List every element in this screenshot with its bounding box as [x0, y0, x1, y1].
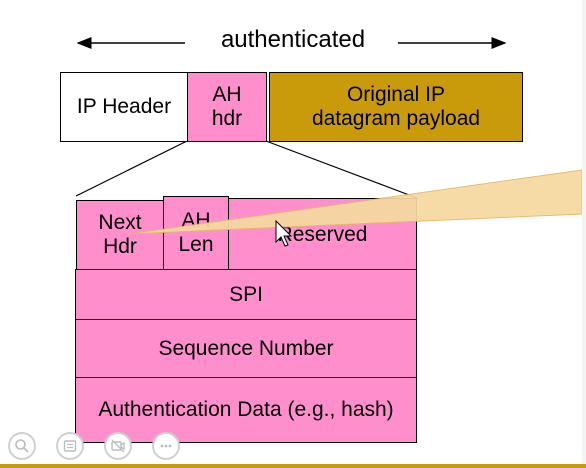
ip-header-box: IP Header [60, 72, 188, 142]
slides-icon[interactable] [56, 432, 84, 460]
ah-hdr-label: AH hdr [211, 83, 243, 130]
spi-field: SPI [75, 269, 417, 320]
expand-line-left [75, 140, 188, 197]
payload-label: Original IP datagram payload [311, 83, 481, 130]
video-off-icon[interactable] [104, 432, 132, 460]
mouse-cursor-icon [275, 219, 293, 247]
search-icon[interactable] [8, 432, 36, 460]
authenticated-label: authenticated [220, 26, 366, 53]
auth-data-field: Authentication Data (e.g., hash) [75, 377, 417, 443]
auth-data-label: Authentication Data (e.g., hash) [98, 398, 394, 421]
bottom-accent-bar [0, 464, 586, 468]
ip-header-label: IP Header [76, 95, 172, 118]
next-hdr-field: Next Hdr [76, 200, 164, 270]
more-icon[interactable] [152, 432, 180, 460]
expand-line-right [265, 140, 418, 199]
reserved-label: Reserved [277, 223, 368, 246]
spi-label: SPI [229, 282, 263, 306]
payload-box: Original IP datagram payload [269, 72, 523, 142]
next-hdr-label: Next Hdr [98, 211, 142, 258]
laser-beam [127, 169, 583, 235]
ah-hdr-box: AH hdr [187, 72, 267, 142]
sequence-number-label: Sequence Number [158, 336, 334, 360]
slide-edge [582, 0, 586, 468]
sequence-number-field: Sequence Number [75, 319, 417, 378]
